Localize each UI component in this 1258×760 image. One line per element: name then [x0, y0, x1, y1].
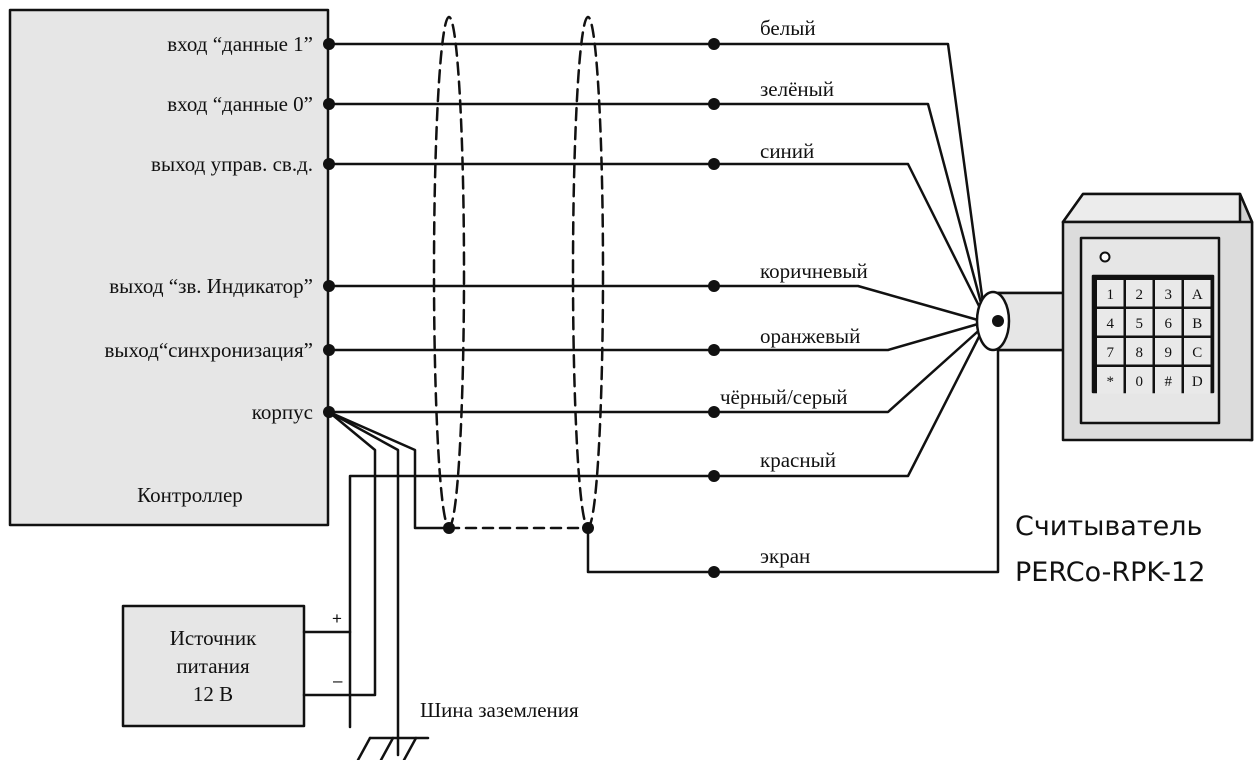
wire-black-grey: [327, 323, 987, 414]
keypad-key-label: 7: [1107, 345, 1115, 361]
keypad-key: [1126, 280, 1153, 307]
keypad-key-label: A: [1192, 287, 1203, 303]
terminal-dot: [323, 98, 335, 110]
shield-dot: [443, 522, 455, 534]
wire-dot: [708, 158, 720, 170]
ground-bus-label: Шина заземления: [420, 698, 579, 722]
keypad-key-label: #: [1165, 374, 1173, 390]
ground-wire-2: [327, 410, 400, 757]
terminal-dot: [323, 280, 335, 292]
wire-dot: [708, 566, 720, 578]
shield-ellipse-1: [432, 15, 466, 529]
keypad-key-label: B: [1192, 316, 1202, 332]
shield-dot: [582, 522, 594, 534]
ground-bus-hatch-2: [379, 736, 395, 760]
keypad-key-label: 1: [1107, 287, 1115, 303]
keypad-key: [1097, 280, 1124, 307]
minus-sign: –: [333, 671, 343, 690]
wire-dot: [708, 344, 720, 356]
ground-wire-3: [327, 410, 451, 530]
reader-top-face: [1061, 192, 1254, 224]
keypad-key: [1126, 309, 1153, 336]
keypad-key: [1155, 309, 1182, 336]
port-label: выход управ. св.д.: [151, 152, 313, 176]
keypad-key: [1126, 338, 1153, 365]
wire-brown: [327, 284, 987, 324]
ground-bus-hatch-3: [402, 736, 418, 760]
keypad-key-label: D: [1192, 374, 1203, 390]
keypad-key: [1155, 367, 1182, 394]
wire-white: [327, 42, 987, 320]
port-label: вход “данные 0”: [167, 92, 313, 116]
wire-dot: [708, 38, 720, 50]
reader-model: PERCo-RPK-12: [1015, 557, 1205, 588]
power-supply-label: Источник: [170, 626, 257, 650]
keypad-key: [1155, 338, 1182, 365]
terminal-dot: [323, 158, 335, 170]
power-supply-label: 12 В: [193, 682, 233, 706]
reader-title: Считыватель: [1015, 511, 1202, 542]
wire-orange: [327, 320, 987, 352]
reader-led-icon: [1099, 251, 1111, 263]
keypad-key: [1184, 309, 1211, 336]
wire-dot: [708, 280, 720, 292]
port-label: выход “зв. Индикатор”: [109, 274, 313, 298]
wire-dot: [708, 98, 720, 110]
keypad-key: [1155, 280, 1182, 307]
keypad-keys: 1 2 3 A 4 5 6 B 7 8 9 C * 0 # D: [1097, 280, 1211, 394]
wire-label: экран: [760, 544, 810, 568]
wire-label: красный: [760, 448, 836, 472]
keypad-key: [1126, 367, 1153, 394]
wire-blue: [327, 162, 987, 320]
connector-dot: [992, 315, 1004, 327]
keypad-key-label: 6: [1165, 316, 1173, 332]
ground-bus-hatch-1: [356, 736, 372, 760]
terminal-dot: [323, 38, 335, 50]
port-label: корпус: [252, 400, 313, 424]
controller-title: Контроллер: [137, 483, 243, 507]
keypad-key-label: 2: [1136, 287, 1144, 303]
keypad-key: [1184, 280, 1211, 307]
keypad-key: [1184, 367, 1211, 394]
terminal-dot: [323, 344, 335, 356]
keypad-key: [1097, 367, 1124, 394]
controller-box: [8, 8, 330, 527]
keypad-key: [1097, 338, 1124, 365]
wire-label: чёрный/серый: [720, 385, 848, 409]
plus-sign: +: [332, 609, 342, 628]
shield-ellipse-2: [571, 15, 605, 529]
junction-dots: [323, 38, 1004, 578]
wire-label: белый: [760, 16, 816, 40]
power-supply-box: [121, 604, 306, 728]
wire-green: [327, 102, 987, 320]
wire-label: коричневый: [760, 259, 868, 283]
keypad-key: [1184, 338, 1211, 365]
wire-red: [348, 323, 987, 729]
reader-cable-outline: [996, 291, 1065, 352]
keypad-key-label: *: [1107, 374, 1115, 390]
keypad-key-label: 5: [1136, 316, 1144, 332]
terminal-dot: [323, 406, 335, 418]
keypad-key-label: 3: [1165, 287, 1173, 303]
power-supply-label: питания: [176, 654, 250, 678]
wire-label: оранжевый: [760, 324, 860, 348]
port-label: вход “данные 1”: [167, 32, 313, 56]
keypad-key-label: 8: [1136, 345, 1144, 361]
keypad-key-label: 4: [1107, 316, 1115, 332]
keypad-key-label: C: [1192, 345, 1202, 361]
keypad-key: [1097, 309, 1124, 336]
keypad-key-label: 0: [1136, 374, 1144, 390]
wire-label: зелёный: [760, 77, 834, 101]
ground-wire-1: [302, 410, 377, 697]
wire-label: синий: [760, 139, 814, 163]
keypad-key-label: 9: [1165, 345, 1173, 361]
port-label: выход“синхронизация”: [105, 338, 313, 362]
wire-shield: [586, 323, 1000, 574]
wire-dot: [708, 470, 720, 482]
wire-dot: [708, 406, 720, 418]
